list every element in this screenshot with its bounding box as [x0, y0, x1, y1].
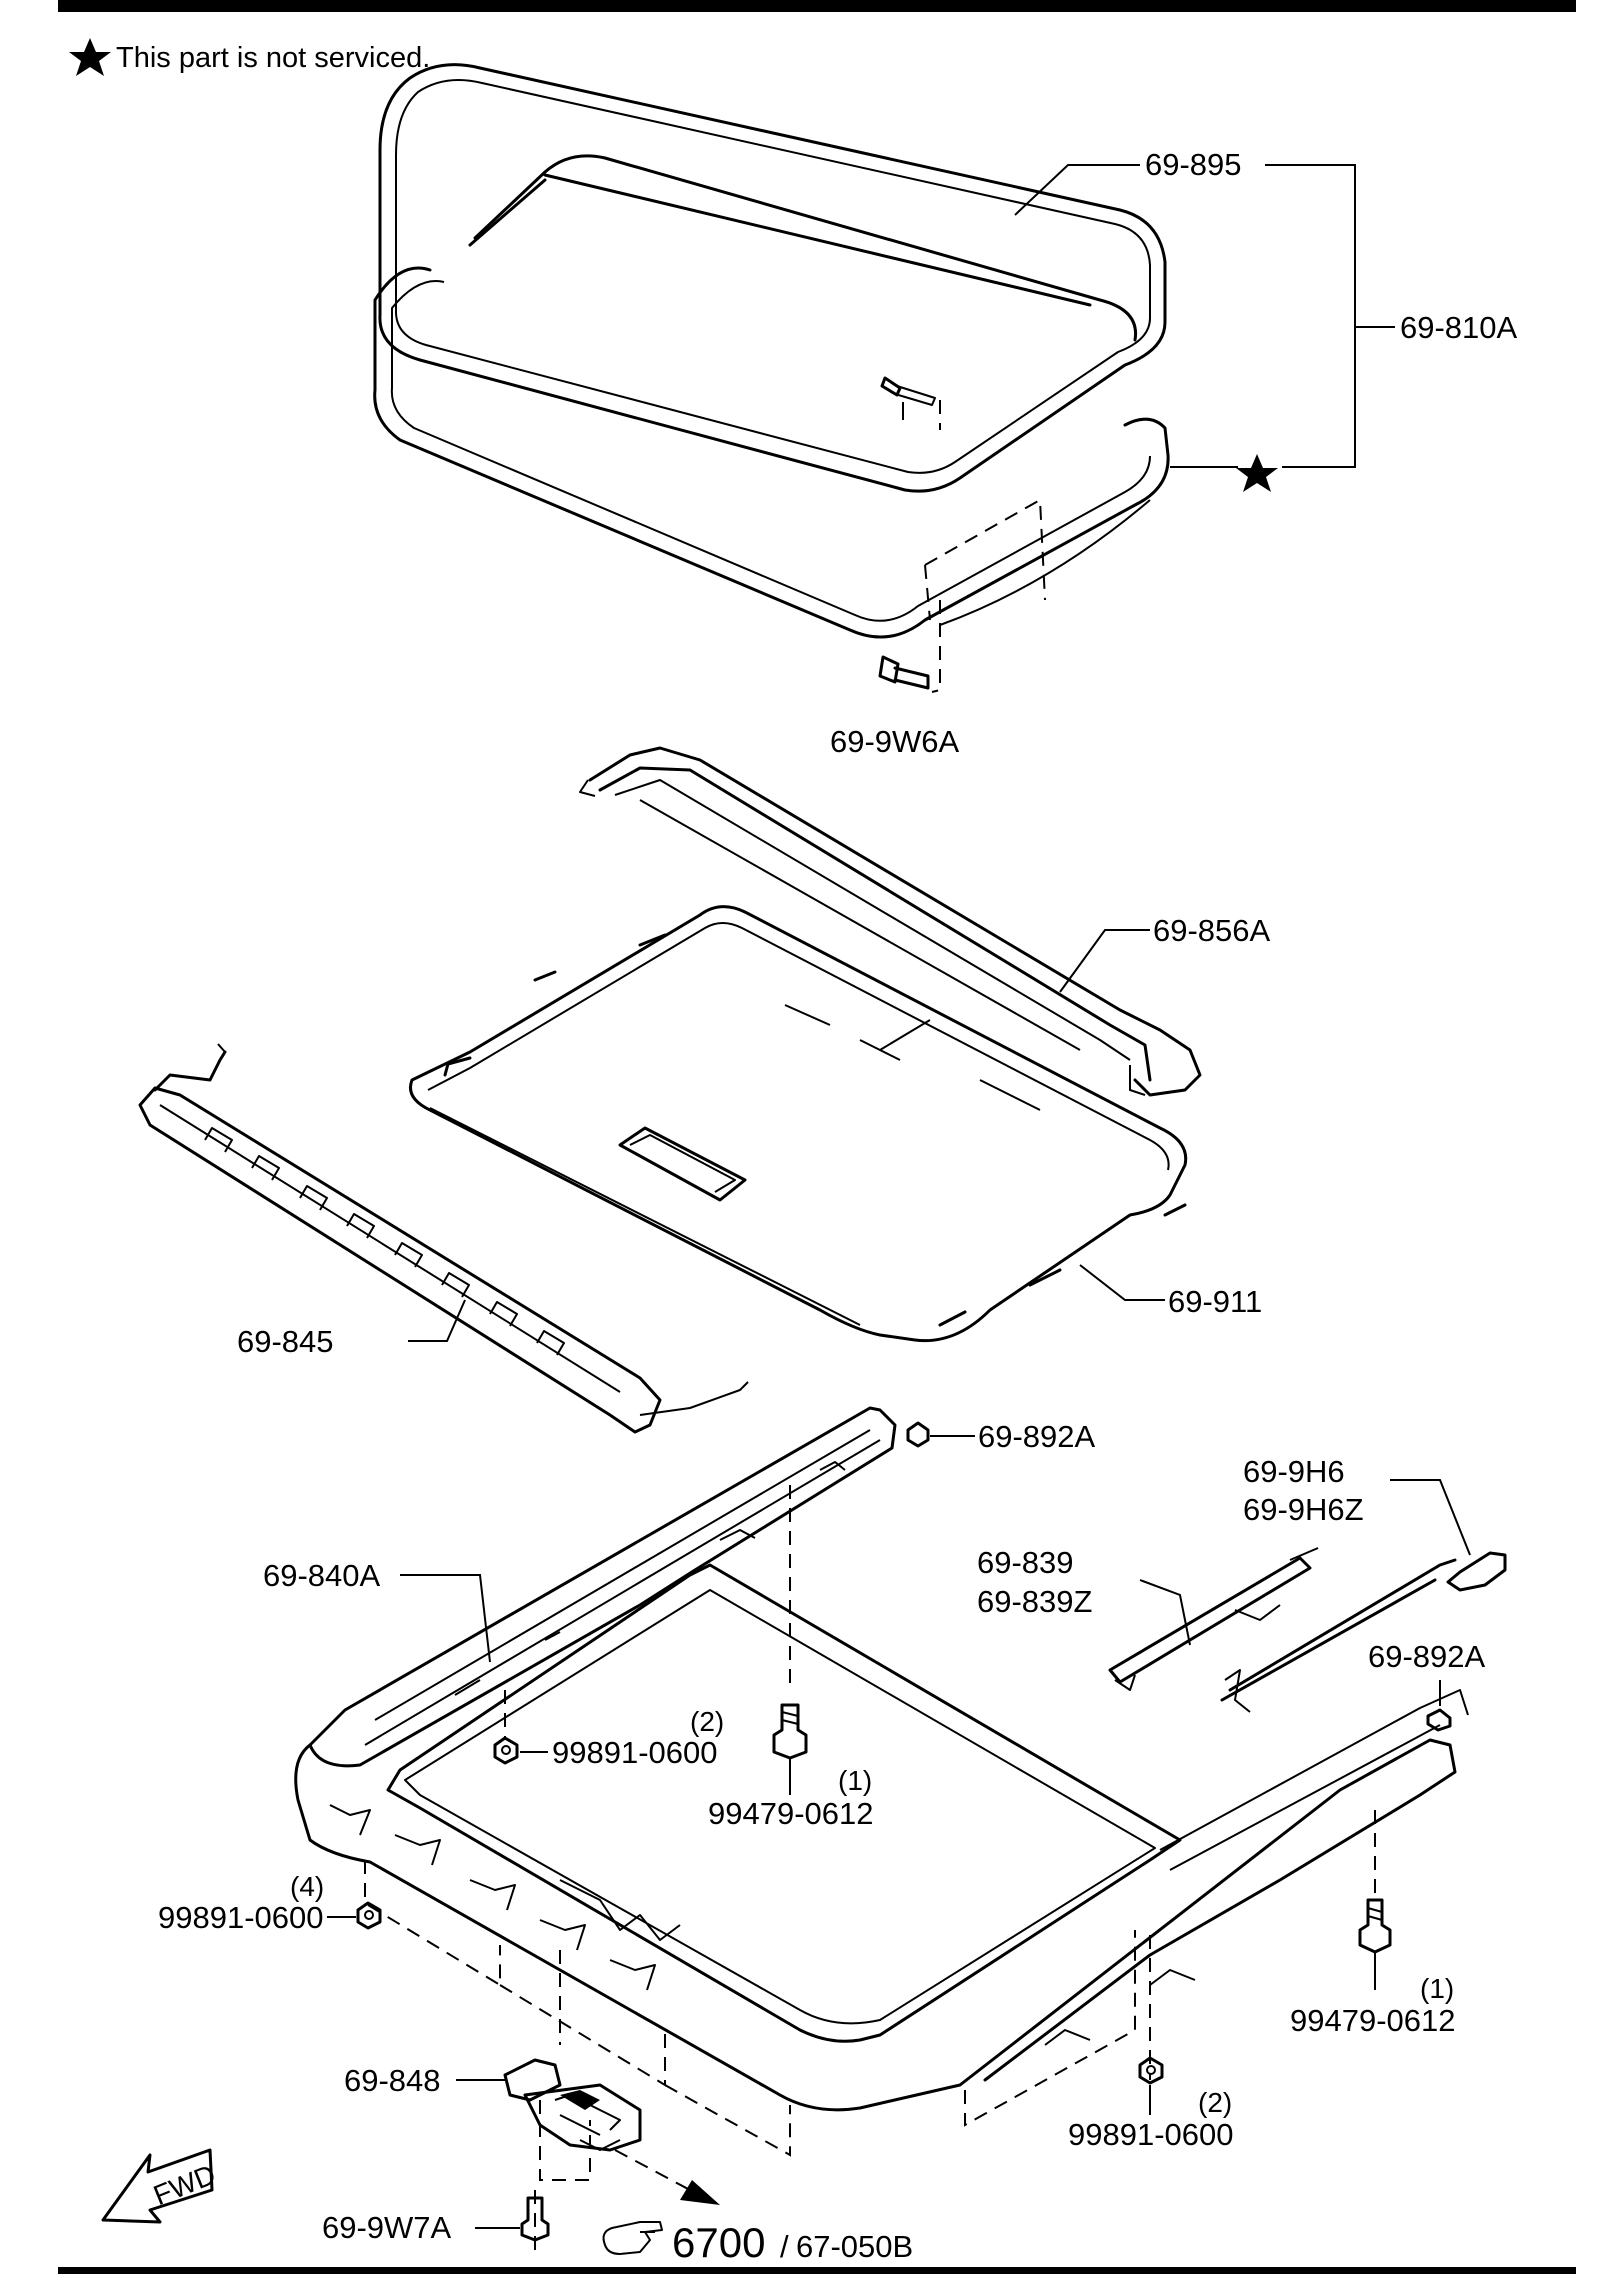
- bottom-border: [58, 2267, 1576, 2274]
- pointing-hand-icon: [602, 2221, 663, 2255]
- forward-arrow-icon: FWD: [101, 2148, 220, 2224]
- glass-seal: [373, 266, 1170, 639]
- bolt-99479-0612-a: [772, 1703, 808, 1795]
- glass-panel: [378, 63, 1167, 493]
- sunroof-frame: [294, 1406, 1469, 2112]
- label-69-856A: 69-856A: [1153, 913, 1271, 948]
- seal-star-icon: [1236, 454, 1278, 492]
- screw-69-9W6A: [880, 376, 941, 430]
- label-69-9W7A: 69-9W7A: [322, 2210, 452, 2245]
- top-border: [58, 0, 1576, 12]
- qty-99479-0612-a: (1): [838, 1765, 872, 1796]
- deflector-rail: [579, 746, 1202, 1097]
- nut-99891-0600-c: [1138, 2056, 1164, 2115]
- label-99891-0600-b: 99891-0600: [158, 1900, 324, 1935]
- label-69-892A-right: 69-892A: [1368, 1639, 1486, 1674]
- reference-separator: /: [780, 2229, 789, 2264]
- label-69-839: 69-839: [977, 1545, 1074, 1580]
- cable-69-9H6: [1220, 1551, 1507, 1713]
- screw-69-9W6A-drawn: [878, 600, 941, 693]
- reference-arrow: [680, 2180, 720, 2205]
- label-69-9H6: 69-9H6: [1243, 1454, 1345, 1489]
- label-69-839Z: 69-839Z: [977, 1584, 1092, 1619]
- reference-main: 6700: [672, 2219, 765, 2266]
- assembly-dashed-lines: [364, 1485, 1376, 2255]
- reference-6700[interactable]: 6700 / 67-050B: [602, 2219, 914, 2266]
- screw-69-9W7A: [475, 2196, 550, 2242]
- qty-99479-0612-b: (1): [1420, 1973, 1454, 2004]
- qty-99891-0600-a: (2): [690, 1706, 724, 1737]
- not-serviced-note: This part is not serviced.: [69, 38, 430, 76]
- label-69-810A: 69-810A: [1400, 310, 1518, 345]
- qty-99891-0600-c: (2): [1198, 2087, 1232, 2118]
- reference-sub: 67-050B: [796, 2229, 913, 2264]
- label-99479-0612-b: 99479-0612: [1290, 2003, 1456, 2038]
- label-69-840A: 69-840A: [263, 1558, 381, 1593]
- nut-99891-0600-b: [327, 1901, 382, 1930]
- guide-69-839: [1108, 1547, 1319, 1691]
- bolt-99479-0612-b: [1358, 1898, 1392, 1990]
- label-69-911: 69-911: [1168, 1284, 1262, 1319]
- label-69-895: 69-895: [1145, 147, 1242, 182]
- clip-69-892A-top: [906, 1421, 975, 1448]
- sunshade-panel: [409, 905, 1188, 1343]
- label-69-848: 69-848: [344, 2063, 441, 2098]
- label-99891-0600-a: 99891-0600: [552, 1735, 718, 1770]
- clip-69-892A-right: [1426, 1680, 1452, 1732]
- wind-strip: [138, 1043, 749, 1434]
- label-99479-0612-a: 99479-0612: [708, 1796, 874, 1831]
- star-icon: [69, 38, 111, 76]
- motor-69-848: [456, 2058, 642, 2152]
- note-text: This part is not serviced.: [116, 42, 430, 74]
- label-99891-0600-c: 99891-0600: [1068, 2117, 1234, 2152]
- label-69-9W6A: 69-9W6A: [830, 724, 960, 759]
- nut-99891-0600-a: [493, 1736, 548, 1765]
- label-69-892A-top: 69-892A: [978, 1419, 1096, 1454]
- label-69-845: 69-845: [237, 1324, 334, 1359]
- label-69-9H6Z: 69-9H6Z: [1243, 1492, 1364, 1527]
- qty-99891-0600-b: (4): [290, 1871, 324, 1902]
